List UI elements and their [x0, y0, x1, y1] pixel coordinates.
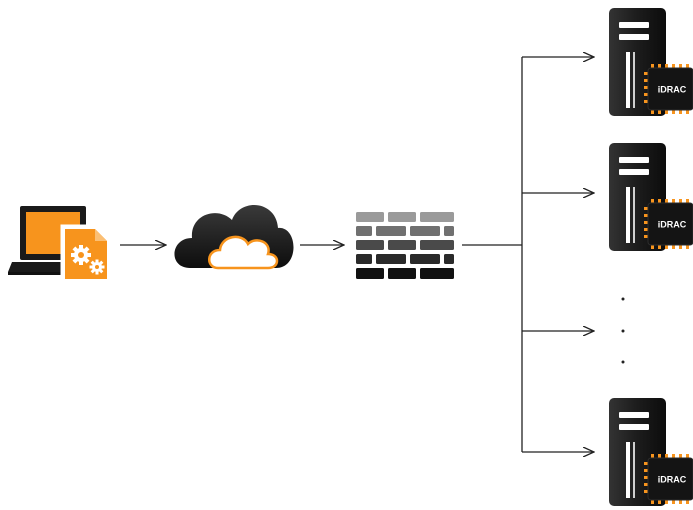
laptop-with-config-document-icon: [8, 206, 112, 284]
cloud-icon: [174, 205, 294, 270]
more-servers-ellipsis: [621, 297, 625, 364]
idrac-chip-icon: iDRAC: [644, 64, 693, 114]
firewall-brick-wall-icon: [356, 212, 454, 279]
distribution-connector: [462, 57, 523, 452]
idrac-label: iDRAC: [658, 85, 687, 95]
idrac-chip-icon: iDRAC: [644, 454, 693, 504]
server-2: iDRAC: [609, 143, 693, 251]
server-group: iDRAC iDRAC iDRAC: [609, 8, 693, 506]
server-3: iDRAC: [609, 398, 693, 506]
idrac-chip-icon: iDRAC: [644, 199, 693, 249]
server-1: iDRAC: [609, 8, 693, 116]
idrac-label: iDRAC: [658, 220, 687, 230]
idrac-label: iDRAC: [658, 475, 687, 485]
config-document-icon: [60, 224, 112, 284]
